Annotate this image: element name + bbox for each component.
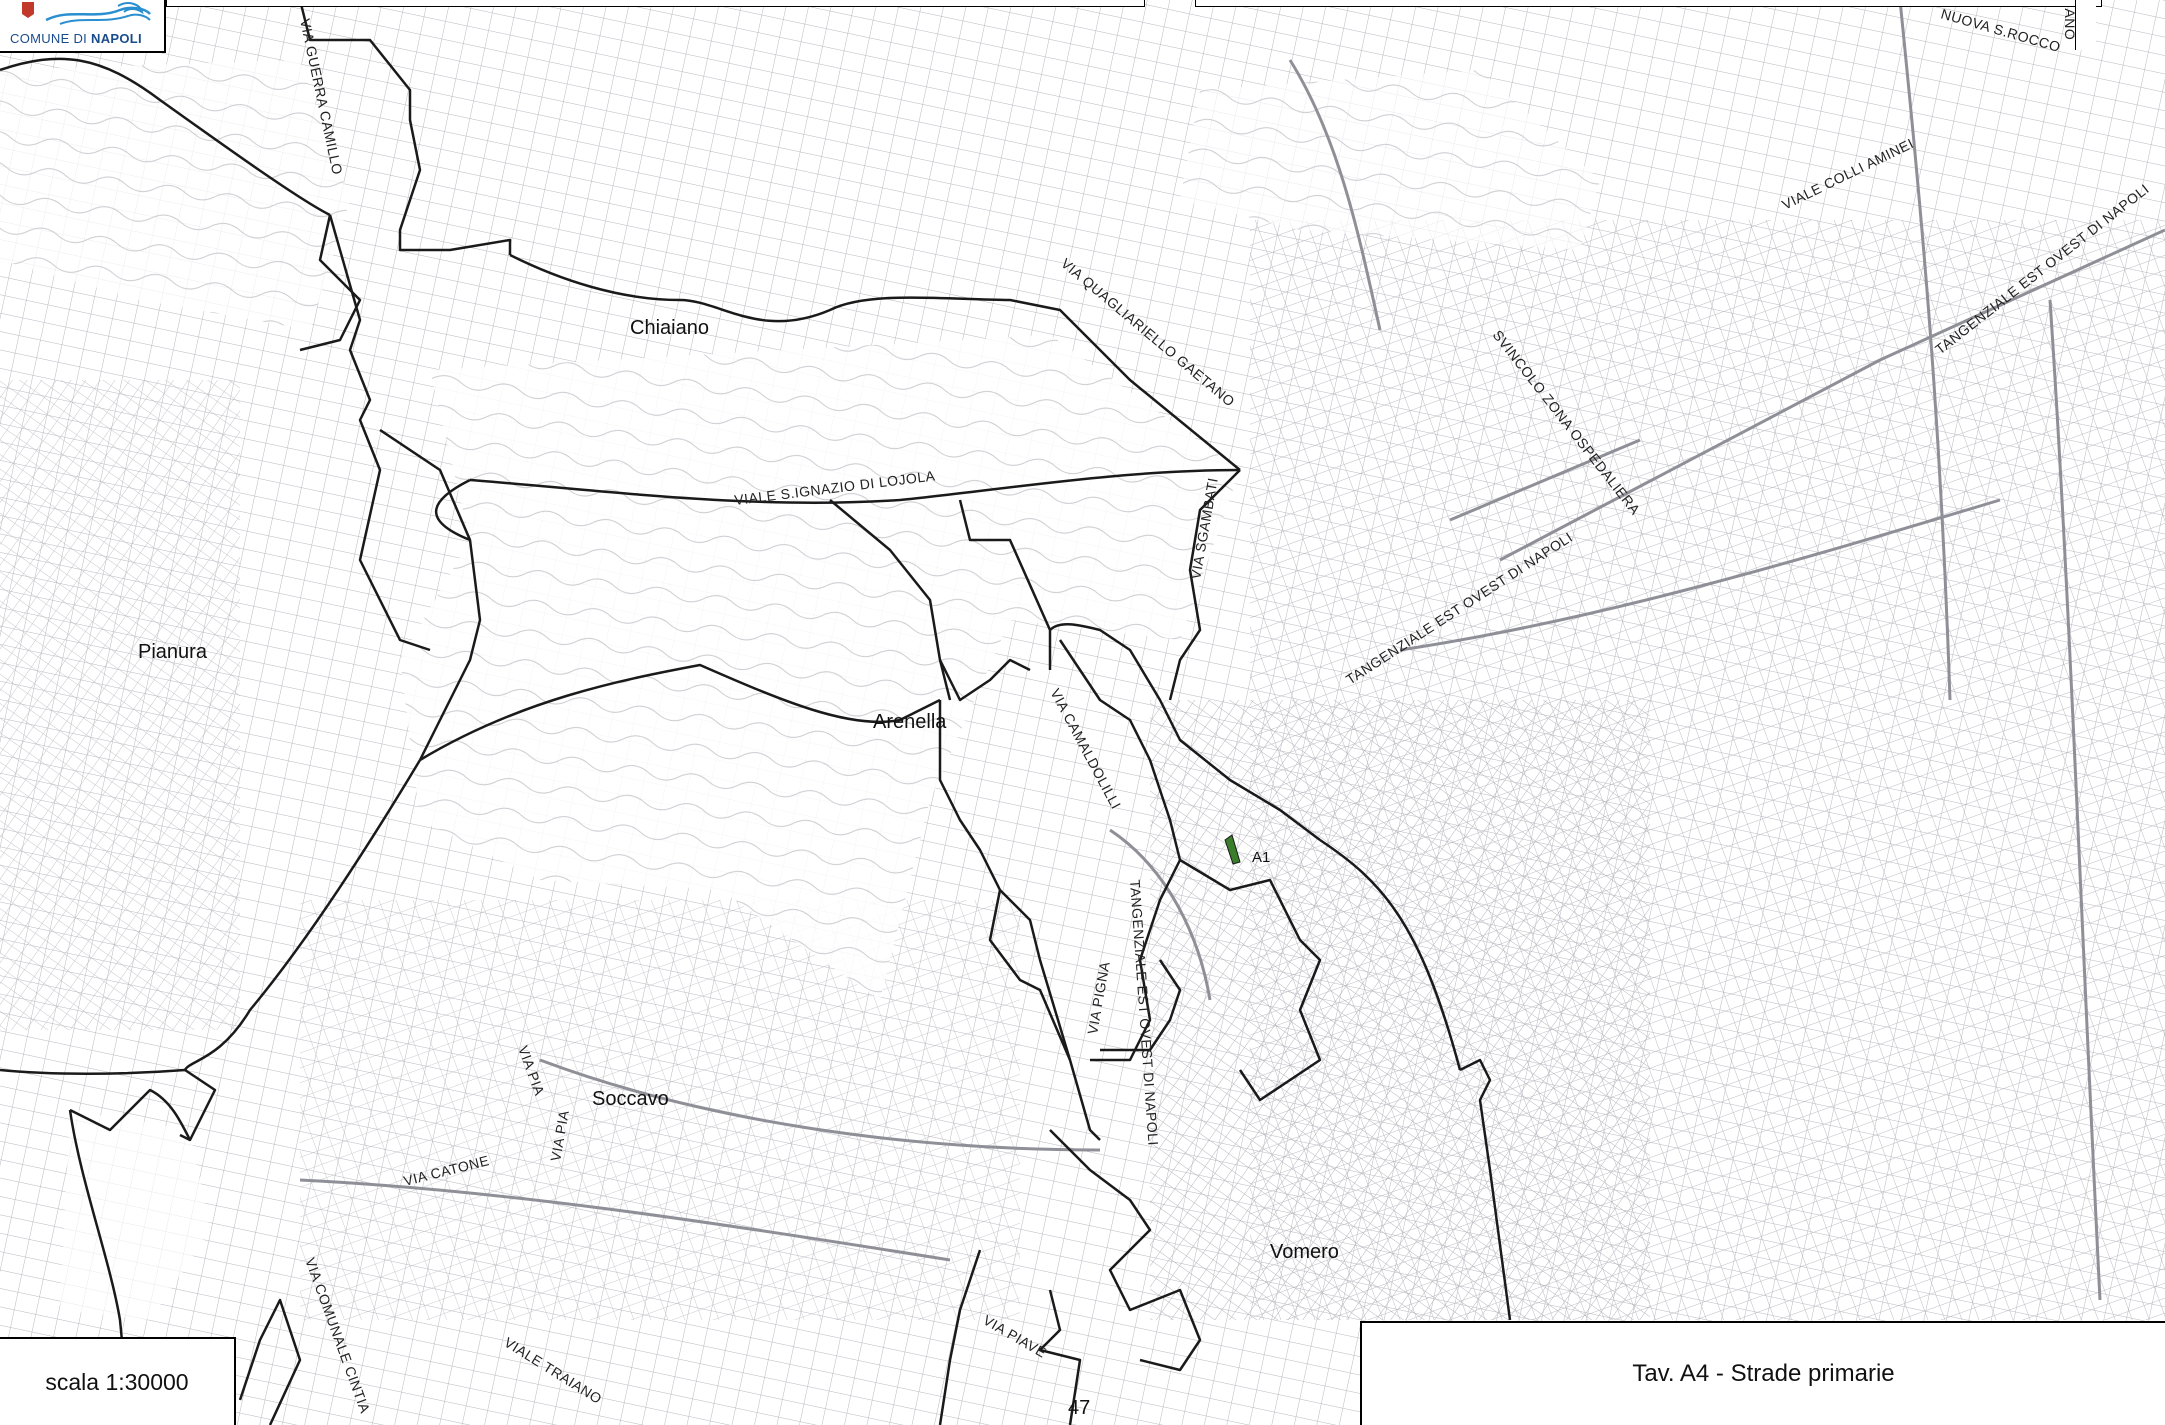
district-labels: Chiaiano Pianura Arenella Soccavo Vomero — [138, 317, 1339, 1263]
title-box: Tav. A4 - Strade primarie — [1360, 1321, 2165, 1425]
district-label-vomero: Vomero — [1270, 1241, 1339, 1263]
district-label-chiaiano: Chiaiano — [630, 317, 709, 339]
hill-area-north-contours — [0, 60, 350, 330]
comune-logo: COMUNE DI NAPOLI — [0, 0, 166, 53]
district-boundaries — [0, 0, 1512, 1425]
district-label-pianura: Pianura — [138, 641, 208, 663]
hill-area-southwest — [60, 1110, 210, 1320]
frame-right-strip — [2075, 0, 2096, 50]
hill-area-northeast-contours — [1180, 70, 1600, 250]
urban-fabric-vomero — [1150, 700, 1650, 1320]
street-label-iano: IANO — [2062, 4, 2078, 40]
marker-47-label: 47 — [1068, 1397, 1090, 1419]
logo-label: COMUNE DI NAPOLI — [10, 31, 142, 46]
scale-box: scala 1:30000 — [0, 1337, 236, 1425]
frame-top-right — [1195, 0, 2102, 7]
major-roads — [299, 0, 2165, 1301]
district-label-arenella: Arenella — [873, 711, 947, 733]
urban-fabric-soccavo — [300, 900, 1020, 1320]
scale-label: scala 1:30000 — [45, 1368, 189, 1395]
a1-feature — [1224, 834, 1241, 865]
map-title: Tav. A4 - Strade primarie — [1632, 1360, 1895, 1387]
hill-area-camaldoli-contours — [400, 335, 1240, 1000]
frame-top-left — [166, 0, 1145, 7]
marker-a1-label: A1 — [1252, 849, 1270, 866]
wave-icon — [22, 2, 151, 25]
district-label-soccavo: Soccavo — [592, 1088, 669, 1110]
urban-fabric-pianura — [0, 380, 240, 1030]
